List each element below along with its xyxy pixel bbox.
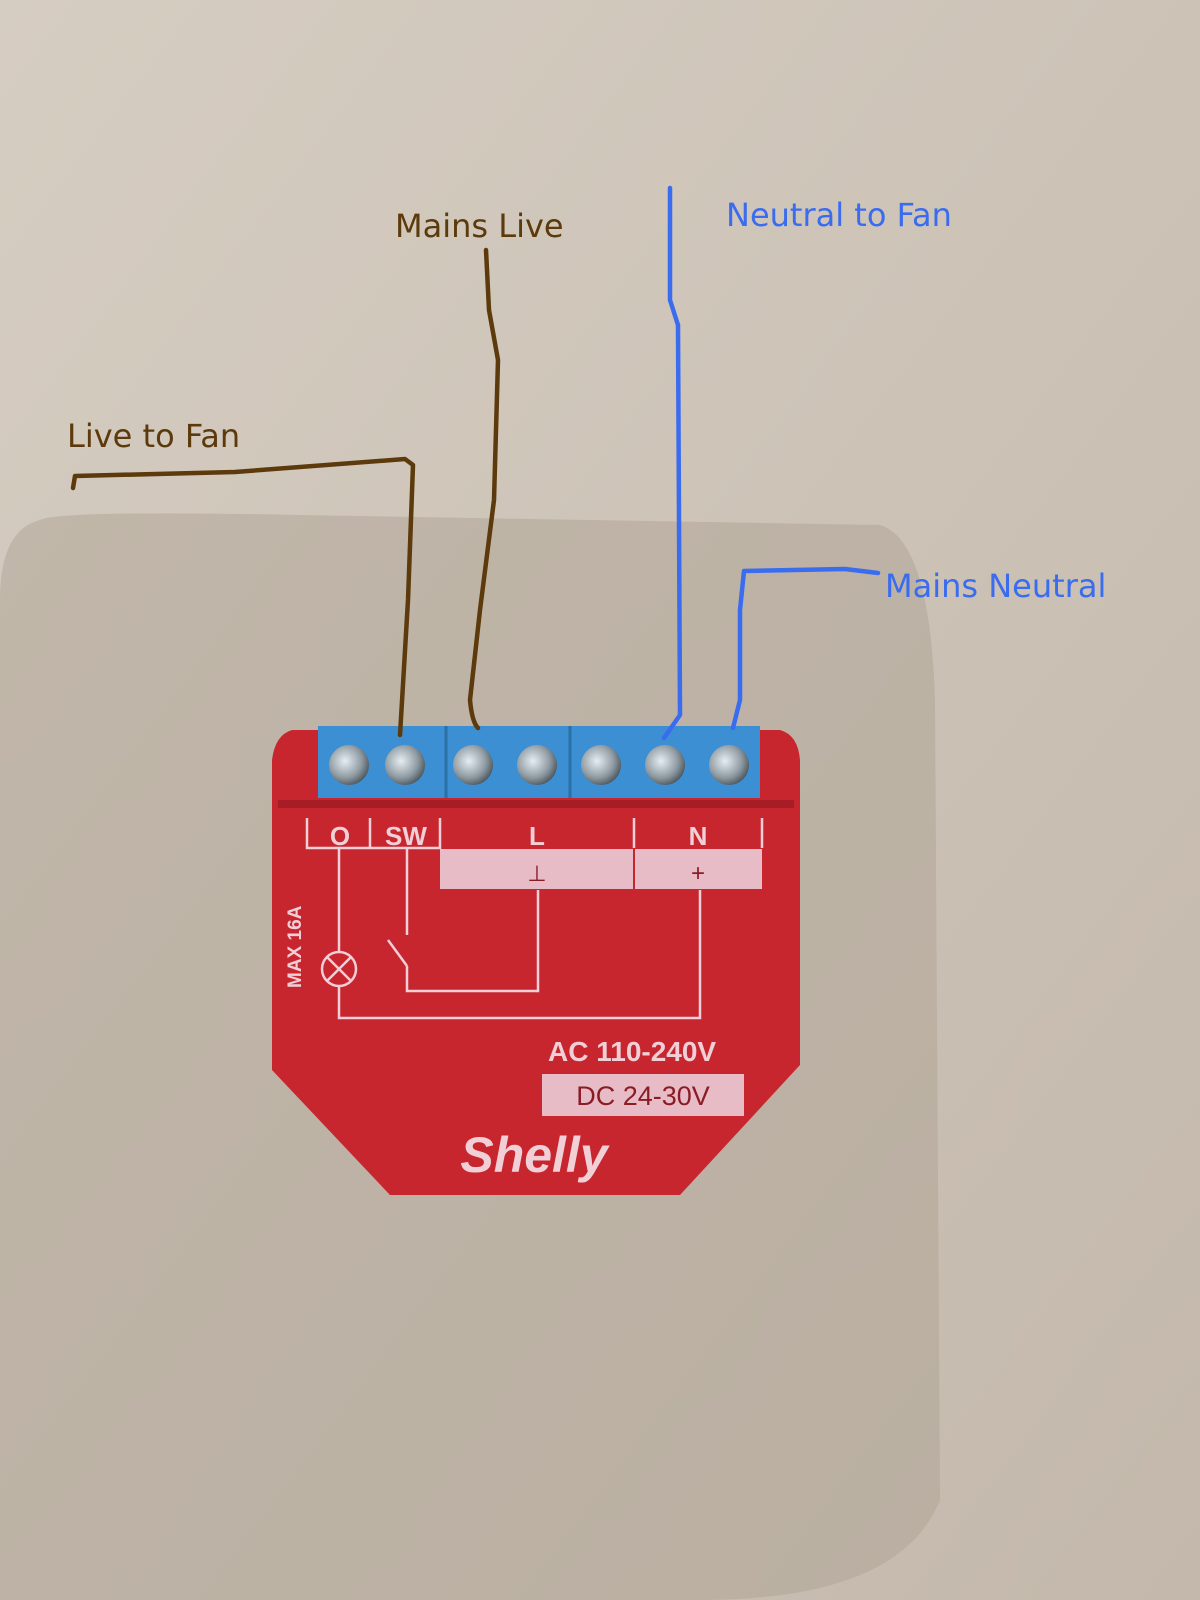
terminal-label-n: N xyxy=(689,821,708,851)
screw-icon[interactable] xyxy=(385,745,425,785)
label-neutral-to-fan: Neutral to Fan xyxy=(726,196,952,234)
screw-icon[interactable] xyxy=(709,745,749,785)
dc-rating-label: DC 24-30V xyxy=(576,1081,710,1111)
screw-icon[interactable] xyxy=(581,745,621,785)
screw-icon[interactable] xyxy=(453,745,493,785)
ac-rating-label: AC 110-240V xyxy=(548,1036,716,1067)
dc-label-strip xyxy=(440,849,762,889)
mains-live-wire xyxy=(467,247,501,731)
ground-symbol: ⊥ xyxy=(527,861,546,886)
body-ridge xyxy=(278,800,794,808)
terminal-label-l: L xyxy=(529,821,545,851)
dc-rating-box xyxy=(542,1074,744,1116)
shelly-relay: O SW L N ⊥ + MAX 16A AC 110-240V DC 24-3… xyxy=(272,726,800,1195)
label-mains-neutral: Mains Neutral xyxy=(885,567,1106,605)
terminal-label-sw: SW xyxy=(385,821,427,851)
plus-symbol: + xyxy=(691,860,705,887)
neutral-to-fan-wire xyxy=(661,185,683,741)
terminal-screws xyxy=(329,745,749,785)
mains-neutral-wire xyxy=(730,566,881,731)
live-to-fan-wire xyxy=(70,456,416,738)
screw-icon[interactable] xyxy=(517,745,557,785)
max-current-label: MAX 16A xyxy=(285,905,306,988)
shelly-logo: Shelly xyxy=(460,1127,609,1183)
screw-icon[interactable] xyxy=(329,745,369,785)
label-live-to-fan: Live to Fan xyxy=(67,417,240,455)
wiring-annotations xyxy=(70,185,881,741)
device-body xyxy=(272,730,800,1195)
screw-icon[interactable] xyxy=(645,745,685,785)
label-mains-live: Mains Live xyxy=(395,207,564,245)
circuit-diagram xyxy=(305,818,764,1020)
terminal-label-o: O xyxy=(330,821,350,851)
